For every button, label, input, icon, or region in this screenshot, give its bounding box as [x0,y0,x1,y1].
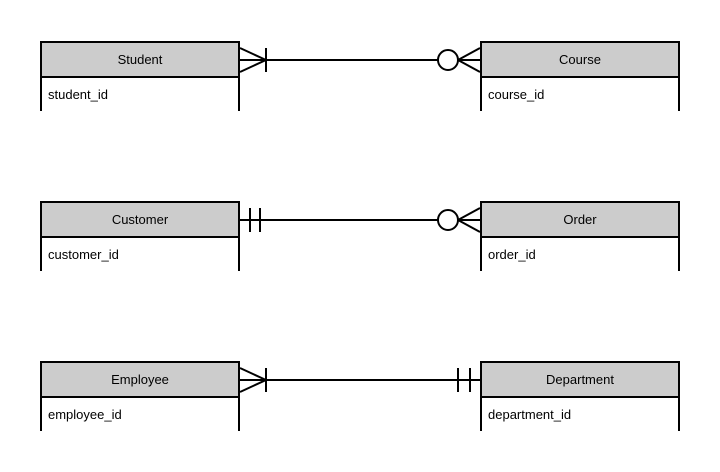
entity-header-employee: Employee [42,363,238,398]
entity-header-course: Course [482,43,678,78]
entity-box-employee[interactable]: Employee employee_id [40,361,240,431]
entity-box-student[interactable]: Student student_id [40,41,240,111]
entity-name-student: Student [117,52,163,67]
entity-attribute-course-id: course_id [488,87,545,102]
entity-body-customer: customer_id [42,238,238,271]
entity-attribute-order-id: order_id [488,247,536,262]
entity-box-department[interactable]: Department department_id [480,361,680,431]
entity-name-department: Department [546,372,614,387]
connector-student-course [239,47,481,73]
entity-body-order: order_id [482,238,678,271]
entity-box-order[interactable]: Order order_id [480,201,680,271]
cardinality-symbol-customer-exactly-one [249,208,261,232]
entity-header-department: Department [482,363,678,398]
entity-attribute-department-id: department_id [488,407,572,422]
entity-name-course: Course [559,52,601,67]
entity-header-student: Student [42,43,238,78]
cardinality-symbol-employee-one-or-many [239,367,267,393]
cardinality-symbol-order-zero-or-many [437,207,481,233]
entity-name-customer: Customer [111,212,169,227]
entity-body-student: student_id [42,78,238,111]
cardinality-symbol-course-zero-or-many [437,47,481,73]
entity-attribute-student-id: student_id [48,87,108,102]
connector-employee-department [239,367,480,393]
entity-name-employee: Employee [111,372,169,387]
entity-header-customer: Customer [42,203,238,238]
connector-customer-order [240,207,481,233]
entity-attribute-customer-id: customer_id [48,247,119,262]
cardinality-symbol-student-one-or-many [239,47,267,73]
entity-name-order: Order [563,212,597,227]
entity-attribute-employee-id: employee_id [48,407,122,422]
entity-body-department: department_id [482,398,678,431]
entity-body-employee: employee_id [42,398,238,431]
entity-box-customer[interactable]: Customer customer_id [40,201,240,271]
entity-body-course: course_id [482,78,678,111]
entity-header-order: Order [482,203,678,238]
entity-box-course[interactable]: Course course_id [480,41,680,111]
cardinality-symbol-department-exactly-one [457,368,471,392]
